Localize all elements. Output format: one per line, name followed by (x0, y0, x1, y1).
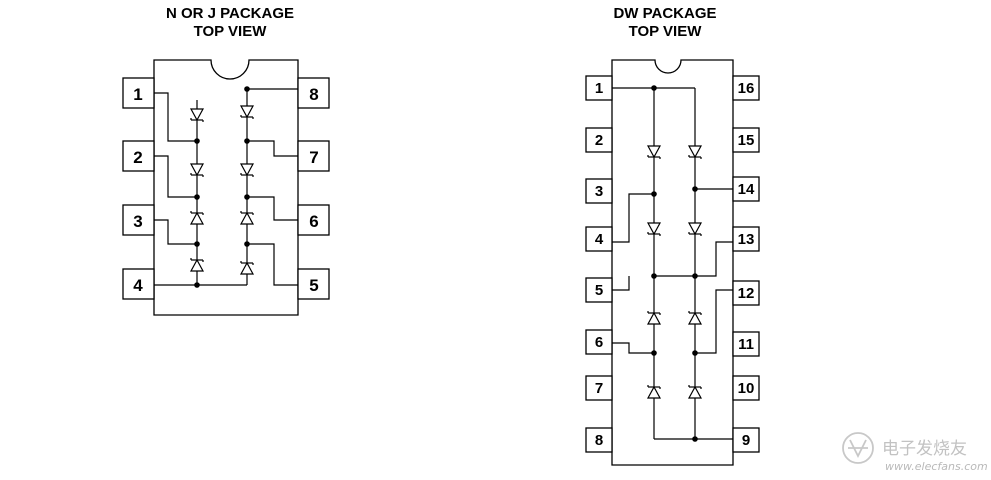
right-pin-12-label: 12 (738, 285, 755, 302)
right-pin-7-label: 7 (595, 380, 603, 397)
right-junctions (651, 85, 698, 442)
right-pin-8-label: 8 (595, 432, 603, 449)
watermark-logo-icon (842, 432, 874, 464)
left-pin-8-box (297, 77, 330, 109)
right-pin-5-label: 5 (595, 282, 603, 299)
left-pin-7-label: 7 (309, 148, 318, 167)
left-package-subtitle: TOP VIEW (194, 23, 268, 40)
right-package-title: DW PACKAGE (613, 5, 716, 22)
left-pin-8-label: 8 (309, 85, 318, 104)
left-pin-1-label: 1 (133, 85, 142, 104)
left-junctions (194, 86, 250, 288)
left-pin-2-label: 2 (133, 148, 142, 167)
left-pin-5-label: 5 (309, 276, 318, 295)
right-pin-15-label: 15 (738, 132, 755, 149)
left-package: N OR J PACKAGE TOP VIEW 1 2 3 4 5 6 7 8 (122, 5, 330, 316)
left-pin-6-label: 6 (309, 212, 318, 231)
watermark-url: www.elecfans.com (885, 460, 988, 473)
right-package-body (611, 59, 734, 466)
right-package: DW PACKAGE TOP VIEW 1 2 3 (585, 5, 760, 466)
left-package-body (153, 59, 299, 316)
left-pin-3-box (122, 204, 155, 236)
watermark: 电子发烧友 www.elecfans.com (842, 432, 988, 473)
right-package-subtitle: TOP VIEW (629, 23, 703, 40)
left-pin-3-label: 3 (133, 212, 142, 231)
left-pin-4-box (122, 268, 155, 300)
left-pin-5-box (297, 268, 330, 300)
right-left-pin-boxes (585, 75, 613, 453)
right-pin-11-label: 11 (738, 336, 754, 353)
right-pin-1-label: 1 (595, 80, 603, 97)
right-pin-13-label: 13 (738, 231, 755, 248)
right-right-pin-boxes (732, 75, 760, 453)
left-pin-4-label: 4 (133, 276, 143, 295)
right-pin-14-label: 14 (738, 181, 755, 198)
right-pin-10-label: 10 (738, 380, 755, 397)
right-pin-4-label: 4 (595, 231, 604, 248)
right-pin-2-label: 2 (595, 132, 603, 149)
right-pin-6-label: 6 (595, 334, 603, 351)
left-package-title: N OR J PACKAGE (166, 5, 294, 22)
right-pin-3-label: 3 (595, 183, 603, 200)
left-pin-6-box (297, 204, 330, 236)
watermark-cn-text: 电子发烧友 (882, 439, 967, 459)
left-pin-1-box (122, 77, 155, 109)
left-pin-2-box (122, 140, 155, 172)
left-wiring (154, 88, 298, 286)
right-pin-9-label: 9 (742, 432, 750, 449)
right-pin-16-label: 16 (738, 80, 755, 97)
